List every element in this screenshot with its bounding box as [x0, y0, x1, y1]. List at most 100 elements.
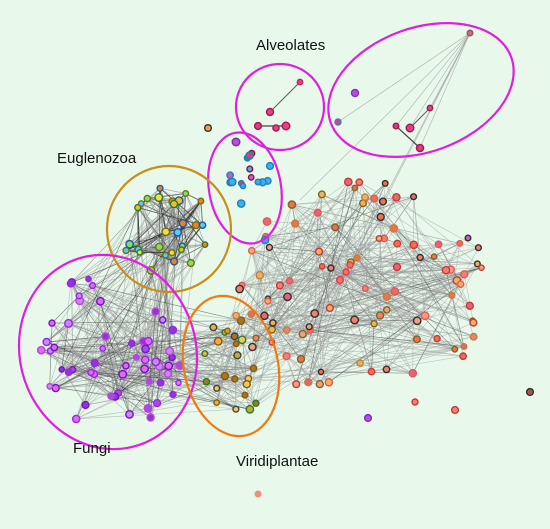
network-edge [356, 238, 380, 259]
network-node [269, 319, 277, 327]
network-edge [269, 81, 301, 113]
network-edge [343, 182, 360, 276]
network-node [282, 352, 291, 361]
network-edge [90, 372, 250, 410]
network-edge [259, 274, 455, 350]
network-edge [395, 125, 421, 149]
network-node [143, 336, 153, 346]
network-node [153, 399, 162, 408]
network-edge [386, 309, 426, 317]
network-node [163, 369, 173, 378]
network-node [318, 262, 326, 270]
network-edge [314, 313, 474, 338]
network-node [342, 268, 350, 276]
network-node [264, 297, 272, 305]
network-node [143, 403, 153, 413]
network-edge [354, 319, 438, 339]
network-node [220, 371, 230, 381]
network-node [213, 384, 221, 392]
network-edge [71, 243, 130, 283]
network-edge [343, 274, 473, 321]
network-edge [286, 309, 387, 357]
network-edge [235, 238, 380, 316]
network-edge [463, 247, 479, 275]
network-edge [147, 193, 186, 199]
network-edge [227, 288, 240, 331]
network-node [420, 311, 430, 321]
network-node [143, 194, 152, 203]
network-edge [53, 323, 69, 348]
network-node [132, 353, 140, 361]
network-node [334, 118, 342, 126]
network-edge [41, 349, 249, 379]
network-edge [321, 194, 388, 297]
network-edge [343, 187, 356, 276]
network-node [232, 311, 241, 320]
network-node [378, 197, 388, 206]
network-node [317, 368, 325, 376]
network-edge [379, 32, 471, 211]
network-edge [72, 252, 141, 370]
network-edge [61, 207, 139, 370]
network-edge [173, 244, 206, 262]
cluster-label-alveolates: Alveolates [256, 37, 325, 54]
network-edge [118, 319, 163, 394]
network-edge [125, 231, 178, 251]
network-edge [371, 323, 375, 372]
network-node [367, 367, 376, 376]
network-edge [295, 181, 360, 224]
network-node [237, 335, 247, 345]
network-edge [137, 207, 203, 226]
network-node [230, 332, 239, 341]
network-node [346, 261, 354, 269]
network-node [469, 318, 478, 327]
network-edge [61, 323, 69, 370]
network-edge [269, 247, 320, 252]
network-edge [294, 194, 323, 224]
network-edge [115, 378, 249, 398]
network-node [245, 404, 255, 414]
network-node [260, 311, 269, 321]
network-node [283, 292, 292, 302]
network-edge [362, 202, 474, 323]
network-edge [150, 231, 167, 418]
network-edge [413, 244, 461, 285]
network-edge [51, 295, 80, 324]
network-edge [172, 329, 246, 396]
network-edge [129, 353, 206, 415]
network-edge [320, 274, 345, 372]
network-edge [343, 243, 439, 276]
network-edge [265, 236, 304, 335]
network-node [154, 242, 164, 252]
network-edge [386, 369, 413, 374]
network-edge [79, 300, 144, 342]
network-node [197, 197, 205, 205]
network-node [375, 234, 383, 242]
network-node [252, 334, 260, 342]
network-edge [436, 263, 478, 339]
network-node [450, 405, 460, 415]
network-node [281, 121, 291, 131]
network-node [164, 361, 174, 371]
network-node [253, 121, 263, 131]
network-edge [264, 181, 349, 316]
network-node [390, 287, 400, 296]
network-node [50, 343, 59, 352]
network-edge [252, 275, 261, 348]
network-edge [317, 212, 345, 276]
network-edge [251, 250, 330, 383]
network-node [382, 305, 391, 314]
network-node [382, 292, 391, 301]
network-edge [295, 223, 351, 263]
network-node [469, 332, 478, 341]
network-node [151, 307, 160, 316]
network-edge [386, 339, 418, 370]
network-edge [156, 327, 214, 404]
network-edge [356, 257, 414, 374]
network-node [412, 316, 422, 326]
network-edge [102, 348, 130, 415]
network-node [324, 377, 334, 387]
network-node [460, 270, 469, 279]
network-edge [386, 243, 461, 370]
network-edge [200, 200, 204, 226]
